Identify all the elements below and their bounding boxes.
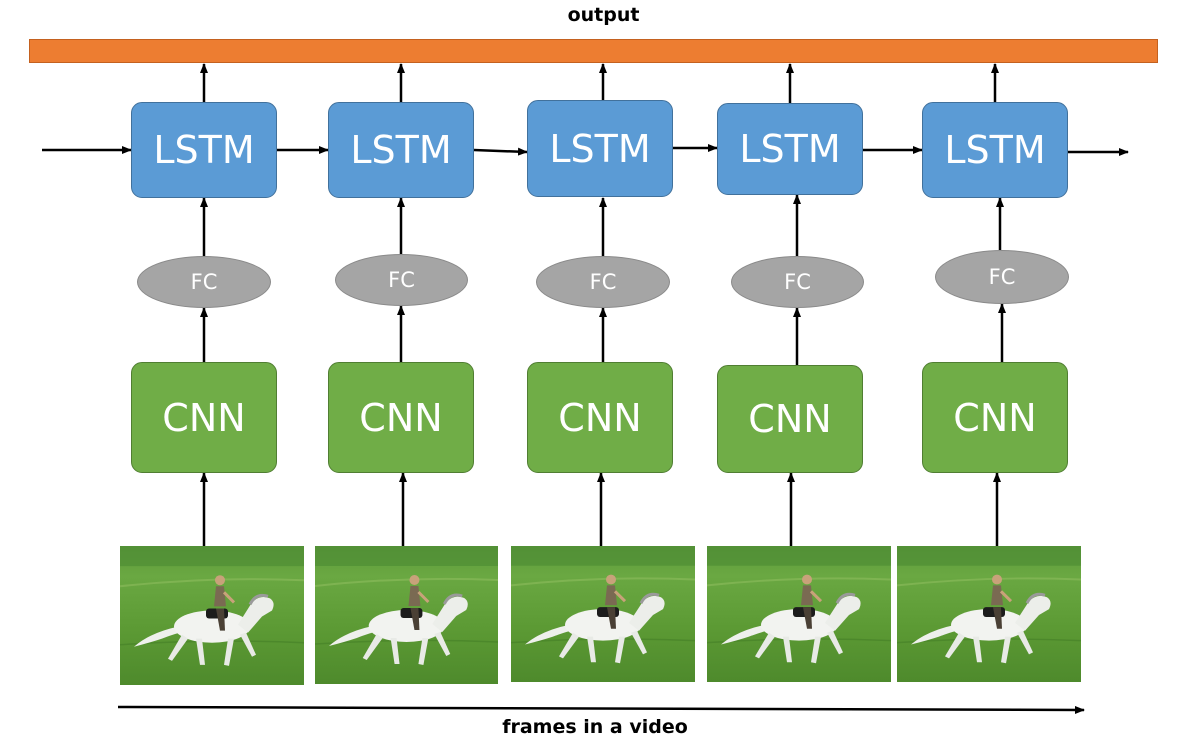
lstm-cell-2: LSTM <box>328 102 474 198</box>
lstm-cell-5: LSTM <box>922 102 1068 198</box>
cnn-block-5: CNN <box>922 362 1068 473</box>
fc-node-2: FC <box>335 254 468 306</box>
fc-node-4: FC <box>731 256 864 308</box>
lstm-cell-4: LSTM <box>717 103 863 195</box>
lstm-cell-3: LSTM <box>527 100 673 197</box>
cnn-block-2: CNN <box>328 362 474 473</box>
time-axis-arrow <box>117 705 1085 714</box>
lstm-cell-1: LSTM <box>131 102 277 198</box>
video-frame-4 <box>707 546 891 682</box>
cnn-block-3: CNN <box>527 362 673 473</box>
cnn-block-1: CNN <box>131 362 277 473</box>
video-frame-1 <box>120 546 304 685</box>
video-frame-3 <box>511 546 695 682</box>
fc-node-1: FC <box>137 256 271 308</box>
video-frame-2 <box>315 546 498 684</box>
output-label: output <box>567 4 640 26</box>
output-bar <box>29 39 1158 63</box>
recurrent-arrow-2 <box>473 147 528 156</box>
fc-node-3: FC <box>536 256 670 308</box>
cnn-block-4: CNN <box>717 365 863 473</box>
fc-node-5: FC <box>935 250 1069 304</box>
time-axis-label: frames in a video <box>502 716 688 738</box>
video-frame-5 <box>897 546 1081 682</box>
